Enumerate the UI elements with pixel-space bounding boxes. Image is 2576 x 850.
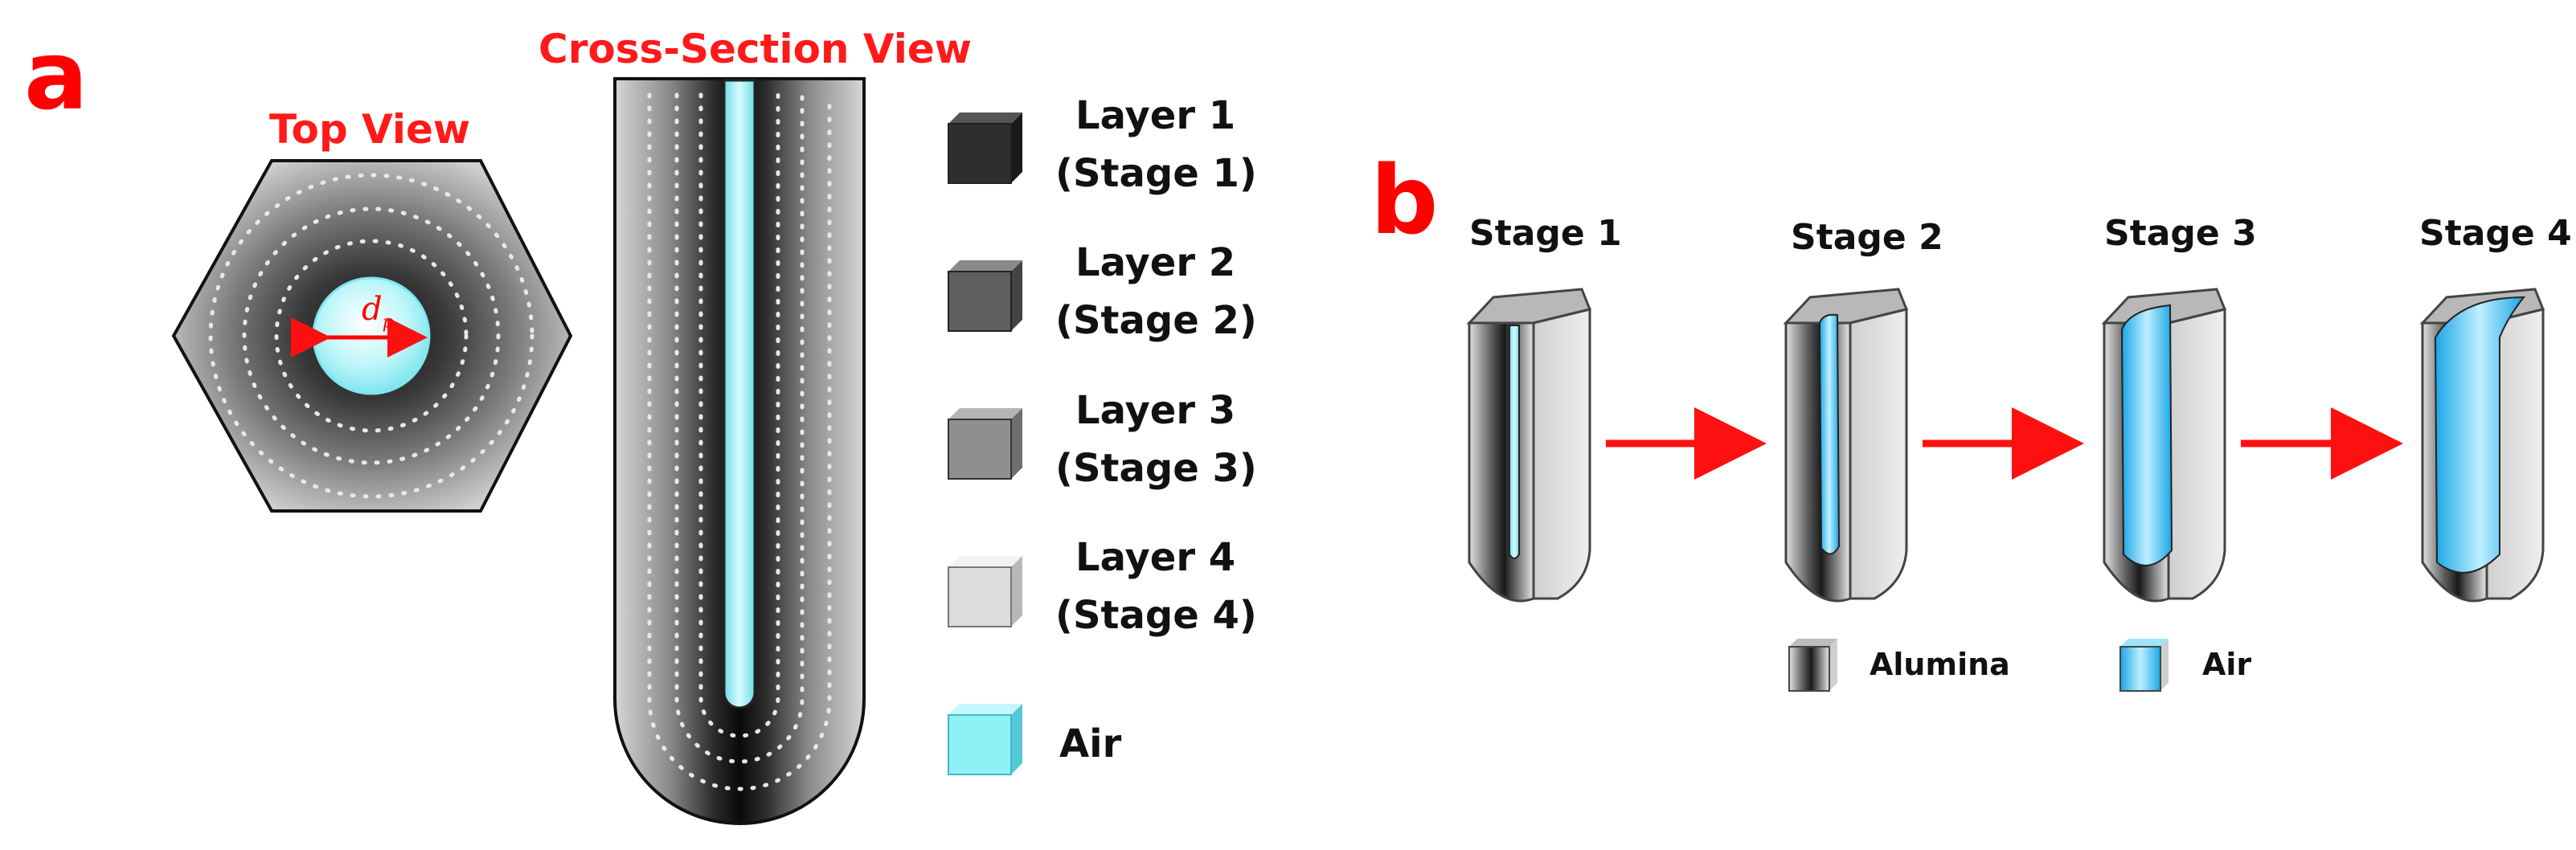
stage-2-pillar	[1783, 288, 1909, 603]
panel-b-letter: b	[1370, 145, 1438, 255]
stage-2-label: Stage 2	[1791, 217, 1943, 258]
panel-a-letter: a	[24, 20, 88, 131]
legend-layer-3-name: Layer 3	[1075, 388, 1235, 433]
legend-alumina-label: Alumina	[1870, 647, 2010, 682]
stage-3-pillar	[2101, 288, 2227, 603]
legend-layer-2-name: Layer 2	[1075, 240, 1235, 285]
cross-section-view	[613, 77, 866, 825]
legend-layer-2: Layer 2 (Stage 2)	[948, 240, 1257, 343]
legend-air-blue-label: Air	[2202, 647, 2251, 682]
top-view-hexagon: dp	[171, 159, 573, 513]
legend-layer-4: Layer 4 (Stage 4)	[948, 535, 1257, 638]
legend-layer-1-name: Layer 1	[1075, 93, 1235, 138]
legend-cube-layer-4	[948, 556, 1022, 627]
cross-section-air-channel	[723, 79, 756, 709]
legend-air-blue: Air	[2119, 639, 2251, 692]
stage-labels: Stage 1 Stage 2 Stage 3 Stage 4	[1469, 213, 2572, 258]
stage-1-pillar	[1466, 288, 1592, 603]
legend-cube-air	[948, 704, 1022, 775]
material-legend: Alumina Air	[1788, 639, 2251, 692]
top-view-title: Top View	[269, 106, 470, 153]
legend-cube-air-blue	[2119, 639, 2169, 692]
pore-diameter-label: dp	[362, 291, 394, 333]
legend-layer-3: Layer 3 (Stage 3)	[948, 388, 1257, 491]
legend-cube-layer-3	[948, 408, 1022, 480]
stage-3-label: Stage 3	[2104, 213, 2257, 254]
legend-layer-1: Layer 1 (Stage 1)	[948, 93, 1257, 196]
legend-layer-3-stage: (Stage 3)	[1055, 446, 1257, 491]
legend-cube-layer-2	[948, 260, 1022, 332]
stage-1-label: Stage 1	[1469, 213, 1622, 254]
stage-4-label: Stage 4	[2419, 213, 2572, 254]
layer-legend: Layer 1 (Stage 1) Layer 2 (Stage 2) Laye…	[948, 93, 1257, 775]
legend-layer-2-stage: (Stage 2)	[1055, 298, 1257, 343]
legend-layer-4-name: Layer 4	[1075, 535, 1235, 580]
legend-cube-layer-1	[948, 112, 1022, 184]
legend-layer-4-stage: (Stage 4)	[1055, 593, 1257, 638]
legend-air: Air	[948, 704, 1122, 775]
legend-air-label: Air	[1059, 721, 1122, 766]
legend-cube-alumina	[1788, 639, 1837, 692]
legend-alumina: Alumina	[1788, 639, 2010, 692]
stage-4-pillar	[2419, 288, 2545, 603]
legend-layer-1-stage: (Stage 1)	[1055, 151, 1257, 196]
cross-section-title: Cross-Section View	[539, 26, 972, 72]
